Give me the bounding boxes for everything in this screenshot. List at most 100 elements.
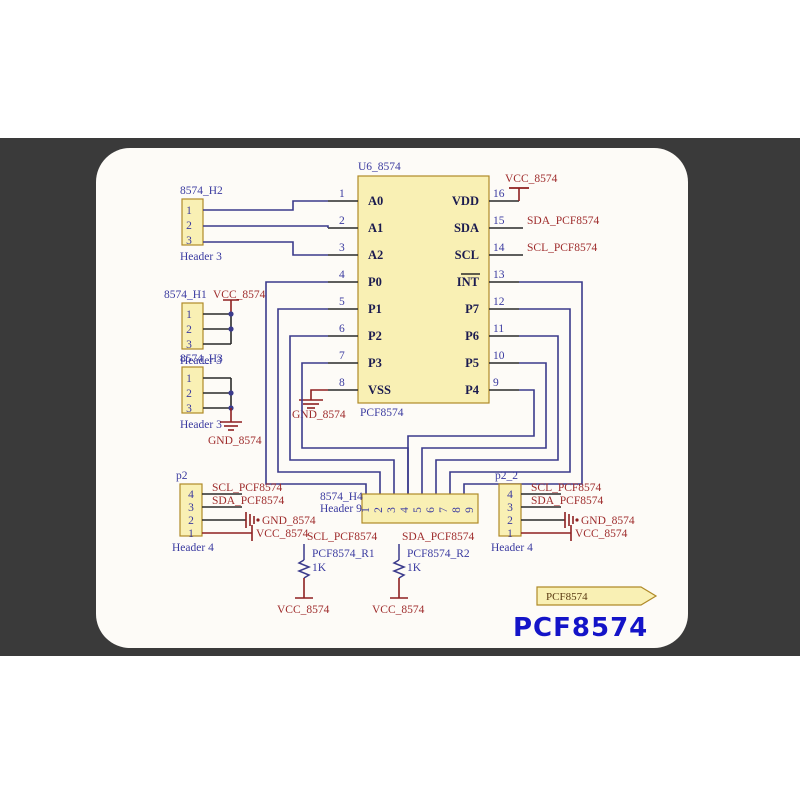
wire-p4-h9-5 — [407, 389, 535, 494]
ic-pin-name-vss: VSS — [368, 383, 391, 397]
ic-pin-name-p3: P3 — [368, 356, 382, 370]
header-p2-type: Header 4 — [172, 542, 214, 554]
header-h4-pin-2: 2 — [373, 507, 385, 513]
gnd-8574-symbol-h3: GND_8574 — [208, 408, 262, 447]
wire-h2-a0 — [203, 200, 328, 211]
header-8574-h3[interactable]: 8574_H3 Header 3 1 2 3 GND_8574 — [180, 353, 262, 447]
header-h3-pin-1: 1 — [186, 373, 192, 385]
r2-bottom-net: VCC_8574 — [372, 604, 425, 616]
ic-u6-8574[interactable]: U6_8574 PCF8574 A0 A1 A2 P0 P1 P2 P3 VSS… — [328, 161, 523, 419]
net-label-p2-sda: SDA_PCF8574 — [212, 495, 284, 507]
net-label-p2-2-sda: SDA_PCF8574 — [531, 495, 603, 507]
r2-top-net: SDA_PCF8574 — [402, 531, 474, 543]
header-h2-pin-1: 1 — [186, 205, 192, 217]
ic-pin-name-p0: P0 — [368, 275, 382, 289]
r1-bottom-net: VCC_8574 — [277, 604, 330, 616]
ic-pin-num-1: 1 — [339, 188, 345, 200]
ic-pin-num-15: 15 — [493, 215, 505, 227]
header-8574-h2[interactable]: 8574_H2 Header 3 1 2 3 — [180, 185, 329, 263]
junction-dot-h1-2 — [228, 326, 234, 332]
ic-part-name: PCF8574 — [360, 407, 404, 419]
junction-dot-h3-1 — [228, 390, 234, 396]
net-label-p2-vcc: VCC_8574 — [256, 528, 309, 540]
header-h3-body — [181, 366, 204, 414]
header-h4-pin-5: 5 — [412, 507, 424, 513]
ic-pin-name-a1: A1 — [368, 221, 383, 235]
vcc-symbol-p2-2: VCC_8574 — [570, 525, 628, 541]
header-h4-pin-3: 3 — [386, 507, 398, 513]
r1-top-net: SCL_PCF8574 — [307, 531, 378, 543]
ic-body — [357, 175, 490, 404]
wire-int-h9-9 — [463, 281, 583, 494]
header-h4-body — [361, 493, 479, 524]
ic-pin-num-5: 5 — [339, 296, 345, 308]
r1-zigzag — [296, 559, 312, 579]
wire-p2-h9-3 — [289, 335, 395, 494]
wire-p5-h9-6 — [421, 362, 547, 494]
schematic-card: U6_8574 PCF8574 A0 A1 A2 P0 P1 P2 P3 VSS… — [96, 148, 688, 648]
net-label-sda-pcf8574: SDA_PCF8574 — [527, 215, 599, 227]
wire-h2-a1 — [203, 225, 329, 228]
header-p2-2-body — [498, 483, 522, 537]
header-8574-h4[interactable]: 8574_H4 Header 9 1 2 3 4 5 6 7 8 9 — [320, 491, 479, 524]
ic-pin-num-10: 10 — [493, 350, 505, 362]
ic-pin-num-11: 11 — [493, 323, 504, 335]
header-h4-pin-6: 6 — [425, 507, 437, 513]
wire-p1-h9-2 — [277, 308, 381, 494]
net-label-vcc-vdd: VCC_8574 — [505, 173, 558, 185]
header-h4-pin-9: 9 — [464, 507, 476, 513]
header-h2-pin-3: 3 — [186, 235, 192, 247]
header-h2-designator: 8574_H2 — [180, 185, 223, 197]
header-h1-pin-3: 3 — [186, 339, 192, 351]
header-h1-body — [181, 302, 204, 350]
ic-pin-num-6: 6 — [339, 323, 345, 335]
ic-pin-name-vdd: VDD — [452, 194, 479, 208]
page-title: PCF8574 — [513, 613, 648, 643]
tag-label: PCF8574 — [546, 591, 588, 603]
ic-pin-name-p6: P6 — [465, 329, 479, 343]
junction-dot-h1-1 — [228, 311, 234, 317]
ic-pin-num-4: 4 — [339, 269, 345, 281]
header-p2[interactable]: p2 Header 4 4 3 2 1 SCL_PCF8574 SDA_PCF8… — [172, 470, 316, 554]
net-label-scl-pcf8574: SCL_PCF8574 — [527, 242, 598, 254]
resistor-pcf8574-r2[interactable]: SDA_PCF8574 PCF8574_R2 1K VCC_8574 — [372, 531, 474, 616]
header-p2-pin-2: 2 — [188, 515, 194, 527]
wire-p0-h9-1 — [265, 281, 367, 494]
header-h4-type: Header 9 — [320, 503, 362, 515]
r2-value: 1K — [407, 562, 422, 574]
ic-pin-name-p5: P5 — [465, 356, 479, 370]
net-label-p2-2-scl: SCL_PCF8574 — [531, 482, 602, 494]
net-label-p2-2-vcc: VCC_8574 — [575, 528, 628, 540]
ic-pin-num-16: 16 — [493, 188, 505, 200]
header-h2-body — [181, 198, 204, 246]
ic-pin-name-p1: P1 — [368, 302, 382, 316]
gnd-8574-symbol-vss: GND_8574 — [292, 389, 346, 421]
net-label-p2-scl: SCL_PCF8574 — [212, 482, 283, 494]
header-8574-h1[interactable]: 8574_H1 VCC_8574 Header 3 1 2 3 — [164, 289, 266, 367]
ic-pin-num-9: 9 — [493, 377, 499, 389]
resistor-pcf8574-r1[interactable]: SCL_PCF8574 PCF8574_R1 1K VCC_8574 — [277, 531, 378, 616]
ic-pin-name-int: INT — [457, 275, 480, 289]
header-h4-pin-4: 4 — [399, 507, 411, 513]
ic-pin-name-scl: SCL — [455, 248, 479, 262]
ic-pin-name-a0: A0 — [368, 194, 383, 208]
header-p2-2-pin-4: 4 — [507, 489, 513, 501]
ic-designator: U6_8574 — [358, 161, 401, 173]
schematic-svg: U6_8574 PCF8574 A0 A1 A2 P0 P1 P2 P3 VSS… — [164, 161, 658, 643]
r1-value: 1K — [312, 562, 327, 574]
header-h1-type: Header 3 — [180, 355, 222, 367]
vcc-8574-symbol-vdd: VCC_8574 — [505, 173, 558, 201]
wire-p6-h9-7 — [435, 335, 559, 494]
header-p2-2[interactable]: p2_2 Header 4 4 3 2 1 SCL_PCF8574 SDA_PC… — [491, 470, 635, 554]
header-h4-pin-7: 7 — [438, 507, 450, 513]
header-h1-pin-1: 1 — [186, 309, 192, 321]
r2-designator: PCF8574_R2 — [407, 548, 470, 560]
net-label-p2-gnd: GND_8574 — [262, 515, 316, 527]
ic-pin-name-p7: P7 — [465, 302, 479, 316]
gnd-symbol-p2-2: GND_8574 — [564, 512, 635, 528]
header-h1-pin-2: 2 — [186, 324, 192, 336]
header-p2-2-pin-1: 1 — [507, 528, 513, 540]
header-h3-pin-3: 3 — [186, 403, 192, 415]
header-h3-designator: 8574_H3 — [180, 353, 223, 365]
header-p2-2-pin-3: 3 — [507, 502, 513, 514]
